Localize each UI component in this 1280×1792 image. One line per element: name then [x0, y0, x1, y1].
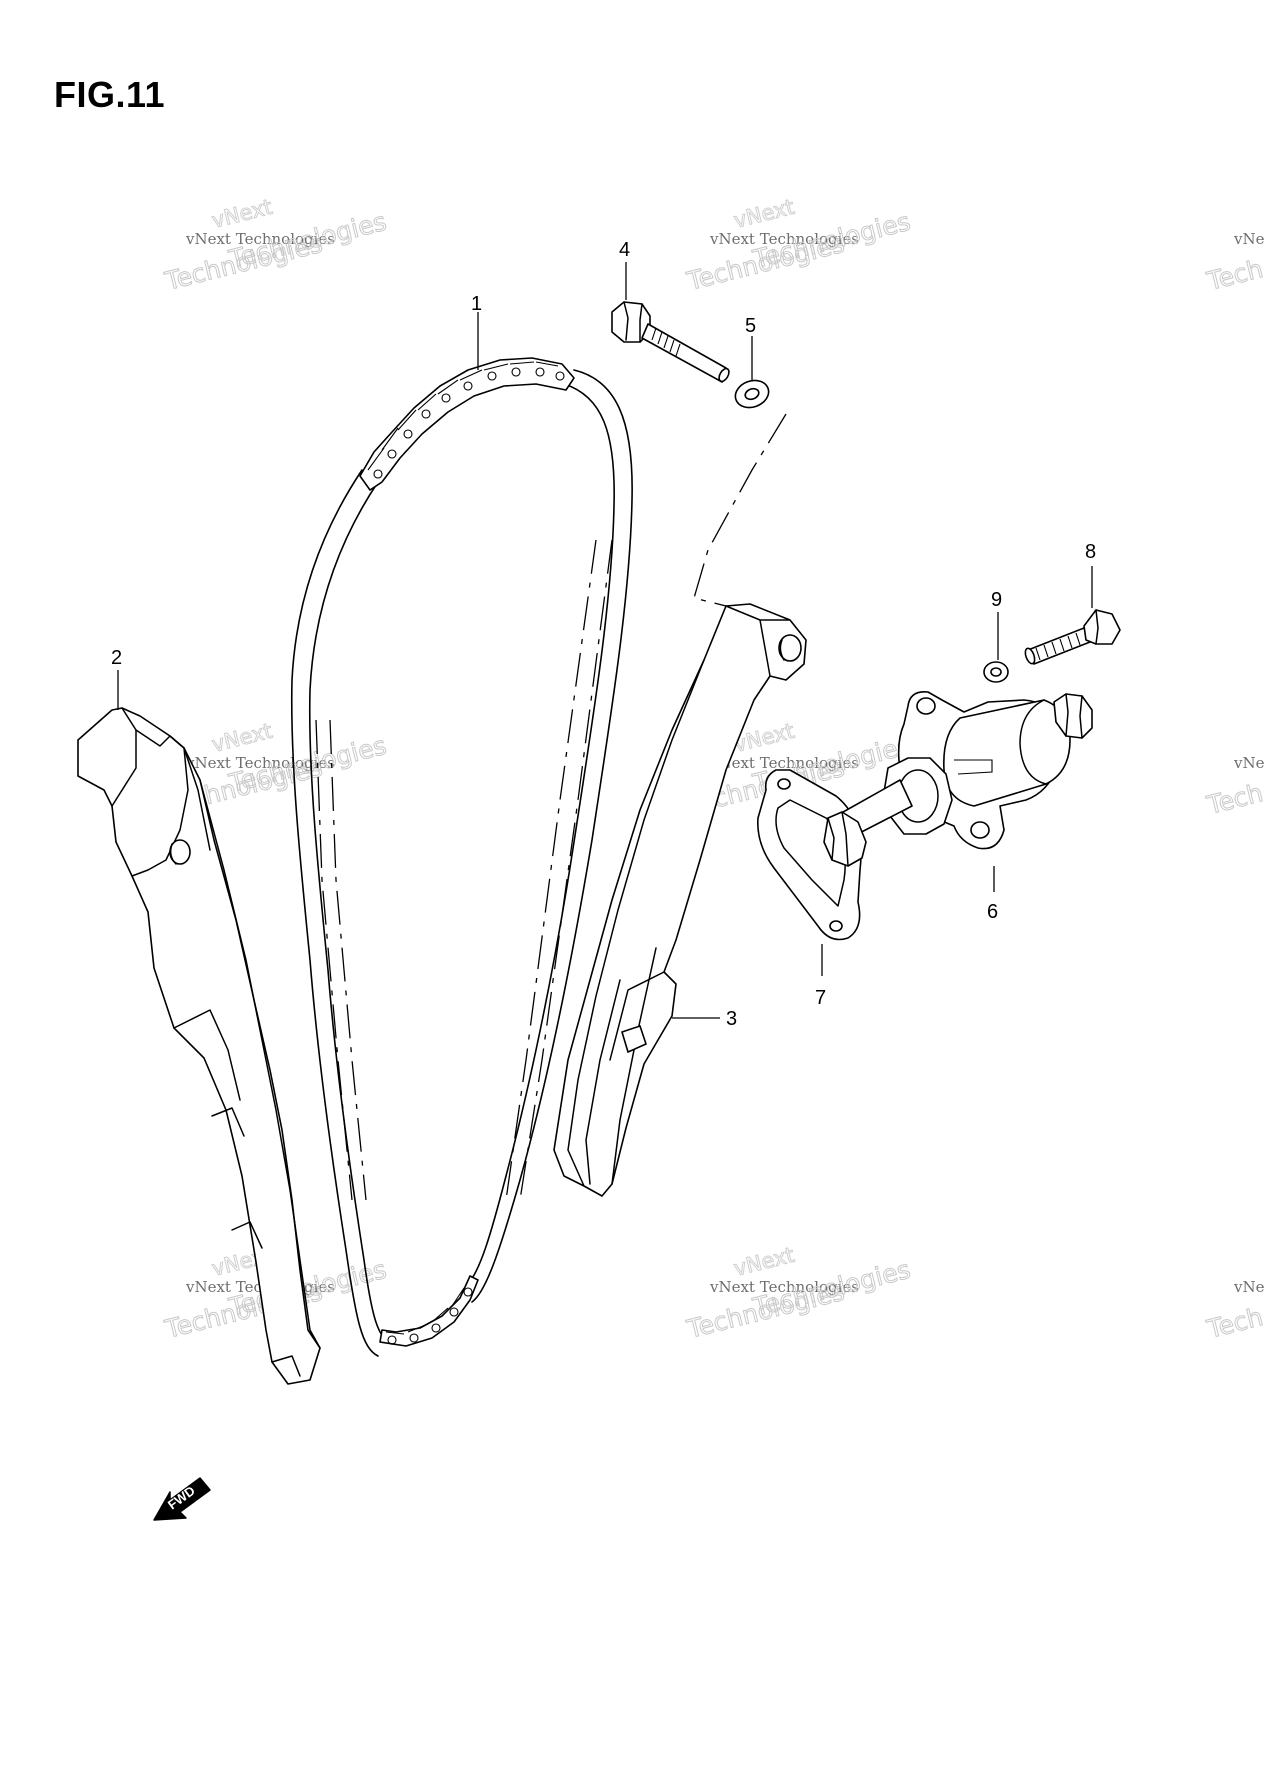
watermark-middle-right: vNe Tech	[1203, 754, 1266, 821]
callout-leaders	[117, 262, 1093, 1019]
svg-text:vNext Technologies: vNext Technologies	[709, 230, 859, 248]
watermark-top-left: vNext Technologies vNext Technologies Te…	[161, 194, 390, 296]
callout-8: 8	[1085, 541, 1096, 563]
adjuster-bolt-part	[1024, 609, 1121, 665]
callout-numbers: 1 2 3 4 5 6 7 8 9	[111, 239, 1096, 1030]
svg-text:vNext: vNext	[209, 719, 274, 757]
tensioner-arm-part	[553, 603, 807, 1197]
callout-3: 3	[726, 1008, 737, 1030]
callout-1: 1	[471, 293, 482, 315]
callout-9: 9	[991, 589, 1002, 611]
washer-9-part	[983, 661, 1009, 683]
watermark-top-center: vNext Technologies vNext Technologies Te…	[683, 194, 914, 296]
svg-text:vNext Technologies: vNext Technologies	[709, 754, 859, 772]
svg-text:vNe: vNe	[1233, 754, 1265, 772]
svg-text:Tech: Tech	[1203, 778, 1265, 820]
callout-2: 2	[111, 647, 122, 669]
chain-links-bottom	[379, 1275, 479, 1347]
figure-title: FIG.11	[54, 74, 166, 115]
svg-text:vNext Technologies: vNext Technologies	[185, 230, 335, 248]
washer-5-part	[693, 379, 787, 607]
callout-6: 6	[987, 901, 998, 923]
callout-4: 4	[619, 239, 630, 261]
svg-text:Tech: Tech	[1203, 1302, 1265, 1344]
chain-links-top	[359, 357, 575, 491]
tensioner-gasket-part	[757, 769, 862, 941]
svg-text:vNext Technologies: vNext Technologies	[709, 1278, 859, 1296]
svg-text:vNext Technologies: vNext Technologies	[185, 754, 335, 772]
svg-text:vNext: vNext	[209, 195, 274, 233]
pivot-bolt-part	[611, 301, 730, 383]
forward-direction-arrow: FWD	[153, 1477, 211, 1521]
watermark-bottom-right: vNe Tech	[1203, 1278, 1266, 1345]
callout-5: 5	[745, 315, 756, 337]
watermark-bottom-center: vNext Technologies vNext Technologies Te…	[683, 1242, 914, 1344]
svg-text:vNe: vNe	[1233, 1278, 1265, 1296]
svg-text:vNext: vNext	[731, 195, 796, 233]
svg-text:vNext: vNext	[731, 1243, 796, 1281]
watermark-top-right: vNe Tech	[1203, 230, 1266, 297]
callout-7: 7	[815, 987, 826, 1009]
chain-guide-part	[77, 707, 321, 1385]
svg-text:Tech: Tech	[1203, 254, 1265, 296]
svg-text:vNe: vNe	[1233, 230, 1265, 248]
tensioner-adjuster-part	[823, 690, 1093, 867]
cam-chain-part	[290, 357, 633, 1357]
